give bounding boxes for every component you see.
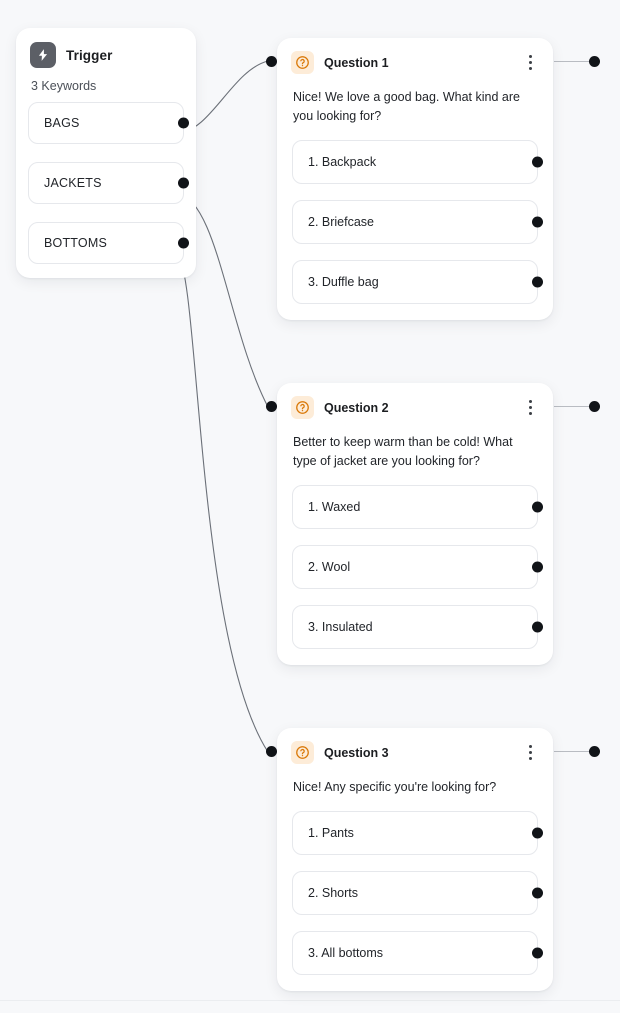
option-label: 2. Shorts	[308, 886, 359, 900]
question-1-output-stub	[554, 61, 590, 63]
option-label: 3. All bottoms	[308, 946, 384, 960]
question-node-2[interactable]: Question 2 Better to keep warm than be c…	[277, 383, 553, 665]
trigger-header: Trigger	[28, 40, 184, 68]
keyword-output-port[interactable]	[177, 237, 189, 249]
kebab-menu-icon[interactable]	[521, 398, 539, 418]
option-output-port[interactable]	[531, 276, 543, 288]
question-1-output-port[interactable]	[589, 56, 600, 67]
trigger-title: Trigger	[66, 47, 113, 63]
lightning-bolt-icon	[30, 42, 56, 68]
keyword-label: BOTTOMS	[44, 236, 107, 250]
option-label: 3. Duffle bag	[308, 275, 379, 289]
question-3-option-2[interactable]: 2. Shorts	[292, 871, 543, 915]
circle-question-icon	[291, 741, 314, 764]
question-3-input-port[interactable]	[266, 746, 277, 757]
question-2-output-stub	[554, 406, 590, 408]
trigger-node[interactable]: Trigger 3 Keywords BAGS JACKETS BOTTOMS	[16, 28, 196, 278]
question-3-output-stub	[554, 751, 590, 753]
canvas-bottom-divider	[0, 1000, 620, 1001]
question-2-option-1[interactable]: 1. Waxed	[292, 485, 543, 529]
option-output-port[interactable]	[531, 156, 543, 168]
option-output-port[interactable]	[531, 621, 543, 633]
option-output-port[interactable]	[531, 561, 543, 573]
option-label: 1. Backpack	[308, 155, 377, 169]
circle-question-icon	[291, 51, 314, 74]
question-3-output-port[interactable]	[589, 746, 600, 757]
question-2-option-2[interactable]: 2. Wool	[292, 545, 543, 589]
question-3-option-3[interactable]: 3. All bottoms	[292, 931, 543, 975]
question-node-3[interactable]: Question 3 Nice! Any specific you're loo…	[277, 728, 553, 991]
question-3-title: Question 3	[324, 745, 389, 760]
option-output-port[interactable]	[531, 216, 543, 228]
question-3-prompt: Nice! Any specific you're looking for?	[293, 780, 497, 794]
question-1-option-3[interactable]: 3. Duffle bag	[292, 260, 543, 304]
option-label: 3. Insulated	[308, 620, 373, 634]
option-label: 1. Pants	[308, 826, 354, 840]
question-1-option-2[interactable]: 2. Briefcase	[292, 200, 543, 244]
option-label: 2. Briefcase	[308, 215, 375, 229]
question-1-option-1[interactable]: 1. Backpack	[292, 140, 543, 184]
circle-question-icon	[291, 396, 314, 419]
question-2-header: Question 2	[289, 395, 541, 419]
question-2-option-3[interactable]: 3. Insulated	[292, 605, 543, 649]
question-1-input-port[interactable]	[266, 56, 277, 67]
question-3-option-1[interactable]: 1. Pants	[292, 811, 543, 855]
question-node-1[interactable]: Question 1 Nice! We love a good bag. Wha…	[277, 38, 553, 320]
keyword-output-port[interactable]	[177, 117, 189, 129]
option-label: 2. Wool	[308, 560, 351, 574]
keyword-label: BAGS	[44, 116, 80, 130]
question-1-title: Question 1	[324, 55, 389, 70]
question-1-prompt: Nice! We love a good bag. What kind are …	[293, 90, 520, 123]
kebab-menu-icon[interactable]	[521, 743, 539, 763]
question-1-header: Question 1	[289, 50, 541, 74]
question-3-header: Question 3	[289, 740, 541, 764]
question-2-prompt: Better to keep warm than be cold! What t…	[293, 435, 513, 468]
option-output-port[interactable]	[531, 887, 543, 899]
keyword-label: JACKETS	[44, 176, 102, 190]
option-label: 1. Waxed	[308, 500, 361, 514]
option-output-port[interactable]	[531, 501, 543, 513]
question-2-title: Question 2	[324, 400, 389, 415]
question-2-input-port[interactable]	[266, 401, 277, 412]
keyword-chip-jackets[interactable]: JACKETS	[28, 162, 189, 204]
kebab-menu-icon[interactable]	[521, 53, 539, 73]
keyword-chip-bottoms[interactable]: BOTTOMS	[28, 222, 189, 264]
question-2-output-port[interactable]	[589, 401, 600, 412]
option-output-port[interactable]	[531, 947, 543, 959]
keyword-count-label: 3 Keywords	[31, 79, 97, 93]
option-output-port[interactable]	[531, 827, 543, 839]
keyword-output-port[interactable]	[177, 177, 189, 189]
keyword-chip-bags[interactable]: BAGS	[28, 102, 189, 144]
